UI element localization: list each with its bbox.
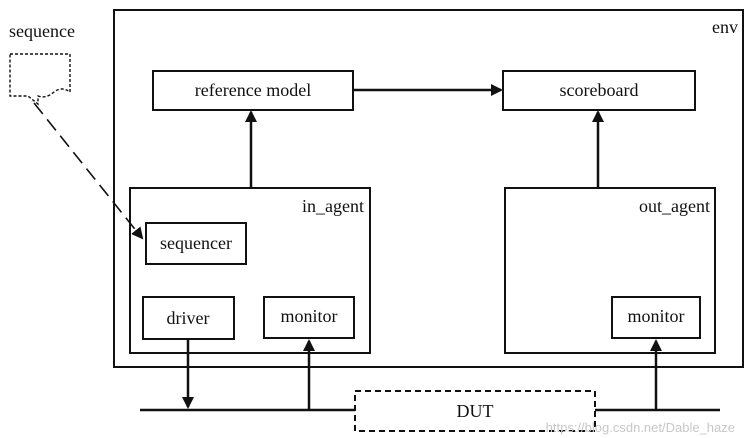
- sequence-to-sequencer-arrow: [33, 102, 144, 240]
- watermark-text: https://blog.csdn.net/Dable_haze: [546, 420, 735, 435]
- in-agent-label: in_agent: [302, 196, 364, 216]
- env-label: env: [712, 17, 738, 37]
- scoreboard-label: scoreboard: [560, 80, 639, 100]
- out-monitor-label: monitor: [628, 306, 685, 326]
- in-monitor-label: monitor: [281, 306, 338, 326]
- out-agent-label: out_agent: [639, 196, 710, 216]
- reference-model-box: [152, 70, 354, 111]
- sequence-label: sequence: [9, 21, 75, 41]
- reference-model-label: reference model: [195, 80, 311, 100]
- driver-label: driver: [167, 308, 210, 328]
- in-monitor-box: [263, 296, 355, 339]
- sequencer-box: [145, 222, 247, 265]
- dut-label: DUT: [457, 401, 494, 421]
- sequence-document-icon: [9, 53, 71, 106]
- dut-box: [354, 390, 596, 432]
- sequencer-label: sequencer: [160, 233, 232, 253]
- out-monitor-box: [611, 296, 701, 339]
- driver-box: [142, 296, 235, 340]
